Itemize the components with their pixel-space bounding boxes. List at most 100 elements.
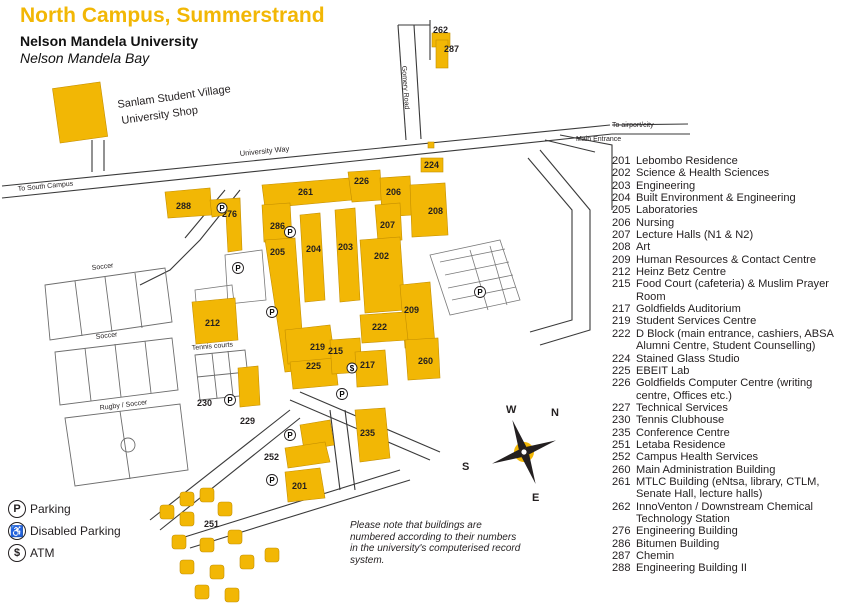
building-label-205: 205 [270, 247, 285, 257]
building-287 [435, 39, 449, 69]
index-name: Bitumen Building [636, 537, 720, 550]
building-208 [409, 182, 449, 238]
index-name: Campus Health Services [636, 451, 759, 464]
index-number: 276 [612, 525, 631, 538]
index-row: 286 Bitumen Building [612, 538, 844, 550]
label-tennis-courts: Tennis courts [192, 341, 234, 352]
index-row: 208 Art [612, 241, 844, 253]
label-to-airport: To airport/city [612, 122, 654, 129]
building-203 [334, 207, 361, 303]
index-number: 230 [612, 414, 631, 427]
label-gomery-road: Gomery Road [400, 66, 410, 110]
svg-text:P: P [219, 204, 225, 213]
index-row: 230 Tennis Clubhouse [612, 414, 844, 426]
parking-icon: P [474, 286, 486, 298]
parking-icon: P [216, 202, 228, 214]
index-name: Goldfields Auditorium [636, 303, 741, 316]
index-name: Built Environment & Engineering [636, 192, 796, 205]
index-name: Human Resources & Contact Centre [636, 253, 817, 266]
index-number: 207 [612, 229, 631, 242]
building-label-219: 219 [310, 342, 325, 352]
index-name: Stained Glass Studio [636, 352, 740, 365]
index-name: Chemin [636, 550, 675, 562]
compass-rose [492, 420, 556, 484]
index-number: 203 [612, 179, 631, 192]
index-name: EBEIT Lab [636, 364, 690, 377]
index-name: Tennis Clubhouse [636, 414, 725, 427]
index-number: 235 [612, 426, 631, 439]
index-name: Engineering Building II [636, 562, 748, 575]
compass-e: E [532, 492, 539, 504]
compass-letters: N W S E [462, 404, 559, 504]
index-number: 227 [612, 401, 631, 414]
building-252 [284, 441, 331, 469]
disabled-parking-legend: ♿ Disabled Parking [8, 520, 121, 542]
building-224 [420, 157, 444, 173]
compass-n: N [551, 407, 559, 419]
page-title: North Campus, Summerstrand [20, 4, 325, 27]
parking-icon: P [336, 388, 348, 400]
index-name: Technical Services [636, 401, 728, 414]
index-name: Art [636, 241, 651, 254]
building-251 [159, 487, 280, 603]
svg-text:P: P [269, 476, 275, 485]
compass-s: S [462, 461, 469, 473]
svg-text:P: P [227, 396, 233, 405]
index-name: Student Services Centre [636, 315, 757, 328]
building-label-202: 202 [374, 251, 389, 261]
index-number: 209 [612, 253, 631, 266]
building-label-212: 212 [205, 318, 220, 328]
rugby-field [64, 403, 189, 487]
building-226 [347, 169, 383, 203]
building-label-287: 287 [444, 44, 459, 54]
building-label-226: 226 [354, 176, 369, 186]
parking-icon: P [232, 262, 244, 274]
city-name: Nelson Mandela Bay [20, 50, 150, 66]
index-number: 202 [612, 167, 631, 180]
parking-markers: P P P P P P P P P $ [216, 202, 486, 486]
svg-text:P: P [287, 228, 293, 237]
index-number: 208 [612, 241, 631, 254]
building-label-288: 288 [176, 201, 191, 211]
building-207 [374, 202, 403, 243]
building-label-217: 217 [360, 360, 375, 370]
index-row: 227 Technical Services [612, 402, 844, 414]
buildings [52, 32, 451, 603]
building-label-251: 251 [204, 519, 219, 529]
building-label-252: 252 [264, 452, 279, 462]
building-label-206: 206 [386, 187, 401, 197]
building-label-207: 207 [380, 220, 395, 230]
index-name: InnoVenton / Downstream Chemical Technol… [636, 500, 813, 525]
index-row: 202 Science & Health Sciences [612, 167, 844, 179]
index-row: 235 Conference Centre [612, 427, 844, 439]
index-name: Nursing [636, 216, 675, 229]
building-202 [359, 236, 406, 314]
sports-fields [44, 267, 251, 487]
index-name: Science & Health Sciences [636, 167, 770, 180]
building-212 [191, 297, 239, 345]
atm-icon: $ [346, 362, 358, 374]
index-number: 288 [612, 562, 631, 575]
building-label-201: 201 [292, 481, 307, 491]
index-name: Heinz Betz Centre [636, 266, 727, 279]
legend-label: Disabled Parking [30, 524, 121, 538]
index-name: Conference Centre [636, 426, 730, 439]
soccer-field-1 [44, 267, 173, 341]
index-name: MTLC Building (eNtsa, library, CTLM, Sen… [636, 475, 820, 501]
index-number: 286 [612, 537, 631, 550]
building-204 [299, 212, 326, 303]
building-label-209: 209 [404, 305, 419, 315]
index-number: 217 [612, 303, 631, 316]
wheelchair-icon: ♿ [8, 522, 26, 540]
